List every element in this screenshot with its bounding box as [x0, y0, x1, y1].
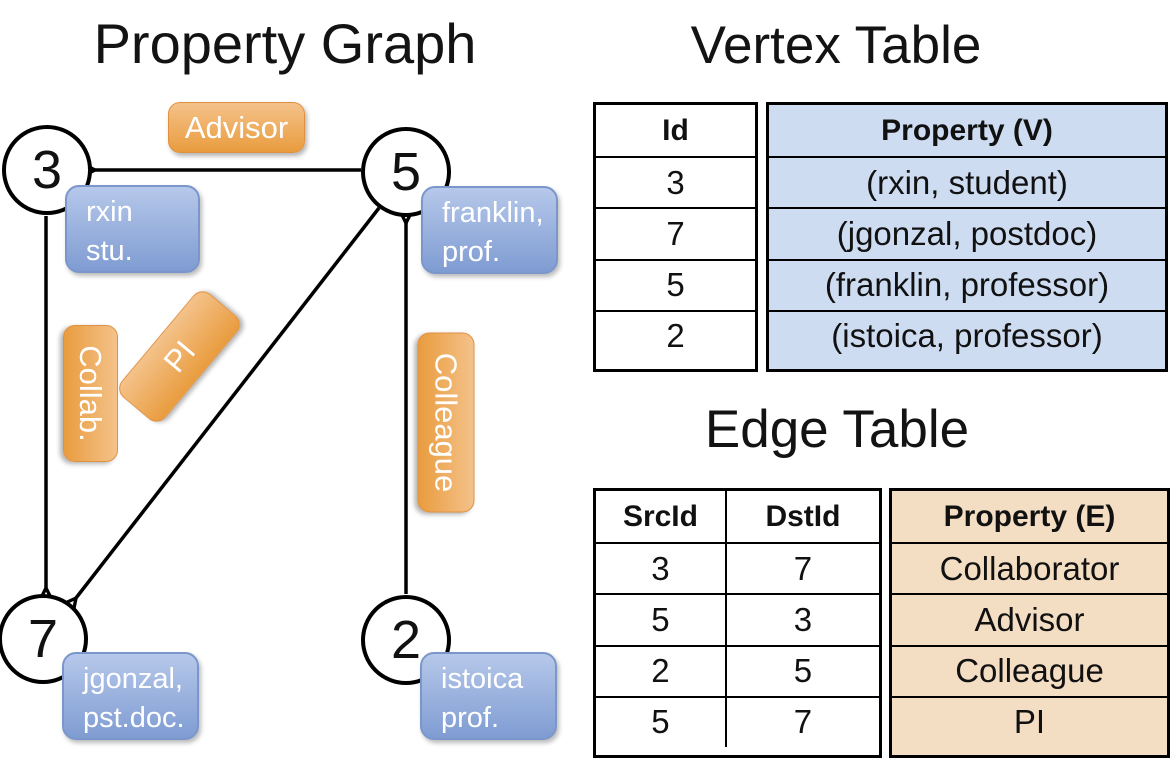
- edge-line-pi-5-to-7: [76, 206, 381, 598]
- vertex-property-line: prof.: [441, 702, 500, 734]
- table-row: 2 5: [596, 644, 879, 696]
- table-row: Collaborator: [892, 542, 1167, 593]
- vertex-property-line: jgonzal,: [83, 663, 183, 695]
- edge-property-cell: Advisor: [974, 600, 1085, 638]
- node-id-label: 3: [31, 140, 63, 200]
- vertex-property-label-5: franklin, prof.: [421, 186, 558, 274]
- table-row: Advisor: [892, 593, 1167, 644]
- column-header-property-v: Property (V): [881, 113, 1053, 147]
- edge-property-cell: Collaborator: [939, 549, 1120, 587]
- graph-node-2: 2: [361, 595, 451, 685]
- edge-table-property-column: Property (E) Collaborator Advisor Collea…: [889, 488, 1170, 758]
- edge-src-cell: 2: [596, 646, 727, 696]
- edge-src-cell: 3: [596, 544, 727, 594]
- graph-node-5: 5: [361, 127, 451, 217]
- vertex-property-line: prof.: [442, 236, 501, 268]
- vertex-property-line: pst.doc.: [83, 702, 185, 734]
- edge-property-cell: Colleague: [955, 652, 1104, 690]
- vertex-id-cell: 7: [666, 214, 685, 252]
- edge-dst-cell: 5: [793, 652, 813, 690]
- table-header-row: Id: [596, 105, 755, 156]
- edge-property-cell: PI: [1013, 703, 1046, 741]
- table-row: 3 7: [596, 542, 879, 594]
- table-row: 5 3: [596, 593, 879, 645]
- table-row: 2: [596, 309, 755, 361]
- column-header-id: Id: [662, 113, 689, 147]
- vertex-property-line: franklin,: [442, 197, 544, 229]
- node-id-label: 7: [27, 609, 59, 669]
- node-id-label: 5: [390, 142, 422, 202]
- table-header-row: SrcId DstId: [596, 491, 879, 543]
- table-row: (rxin, student): [769, 156, 1165, 207]
- table-row: (istoica, professor): [769, 309, 1165, 361]
- edge-table-title: Edge Table: [704, 400, 970, 459]
- table-row: PI: [892, 695, 1167, 747]
- vertex-property-cell: (jgonzal, postdoc): [836, 214, 1098, 252]
- column-header-property-e: Property (E): [943, 499, 1116, 533]
- column-header-srcid: SrcId: [596, 491, 727, 543]
- property-graph-title: Property Graph: [93, 12, 477, 75]
- vertex-property-line: stu.: [86, 235, 133, 267]
- vertex-id-cell: 3: [666, 163, 685, 201]
- table-row: (jgonzal, postdoc): [769, 207, 1165, 258]
- vertex-id-cell: 5: [666, 266, 685, 304]
- edge-table-id-columns: SrcId DstId 3 7 5 3 2 5 5 7: [593, 488, 882, 758]
- vertex-table-title: Vertex Table: [690, 16, 982, 75]
- table-row: 5 7: [596, 695, 879, 747]
- edge-src-cell: 5: [596, 595, 727, 645]
- vertex-property-line: istoica: [441, 663, 524, 695]
- vertex-property-label-2: istoica prof.: [420, 652, 557, 740]
- edge-label-advisor: Advisor: [168, 102, 305, 153]
- vertex-table-property-column: Property (V) (rxin, student) (jgonzal, p…: [766, 102, 1168, 372]
- table-row: 7: [596, 207, 755, 258]
- vertex-property-label-7: jgonzal, pst.doc.: [62, 652, 199, 740]
- table-row: Colleague: [892, 644, 1167, 696]
- vertex-property-cell: (rxin, student): [866, 163, 1068, 201]
- table-row: 3: [596, 156, 755, 207]
- column-header-dstid: DstId: [765, 499, 841, 533]
- table-header-row: Property (V): [769, 105, 1165, 156]
- edge-dst-cell: 3: [793, 600, 813, 638]
- edge-dst-cell: 7: [793, 549, 813, 587]
- vertex-property-line: rxin: [86, 196, 133, 228]
- table-header-row: Property (E): [892, 491, 1167, 542]
- vertex-id-cell: 2: [666, 317, 685, 355]
- graph-edges-svg: [0, 0, 585, 760]
- vertex-property-cell: (istoica, professor): [831, 317, 1103, 355]
- vertex-property-cell: (franklin, professor): [824, 266, 1110, 304]
- table-row: 5: [596, 258, 755, 310]
- table-row: (franklin, professor): [769, 258, 1165, 310]
- edge-dst-cell: 7: [793, 703, 813, 741]
- edge-src-cell: 5: [596, 697, 727, 747]
- vertex-table-id-column: Id 3 7 5 2: [593, 102, 758, 372]
- node-id-label: 2: [390, 610, 422, 670]
- vertex-property-label-3: rxin stu.: [65, 185, 200, 273]
